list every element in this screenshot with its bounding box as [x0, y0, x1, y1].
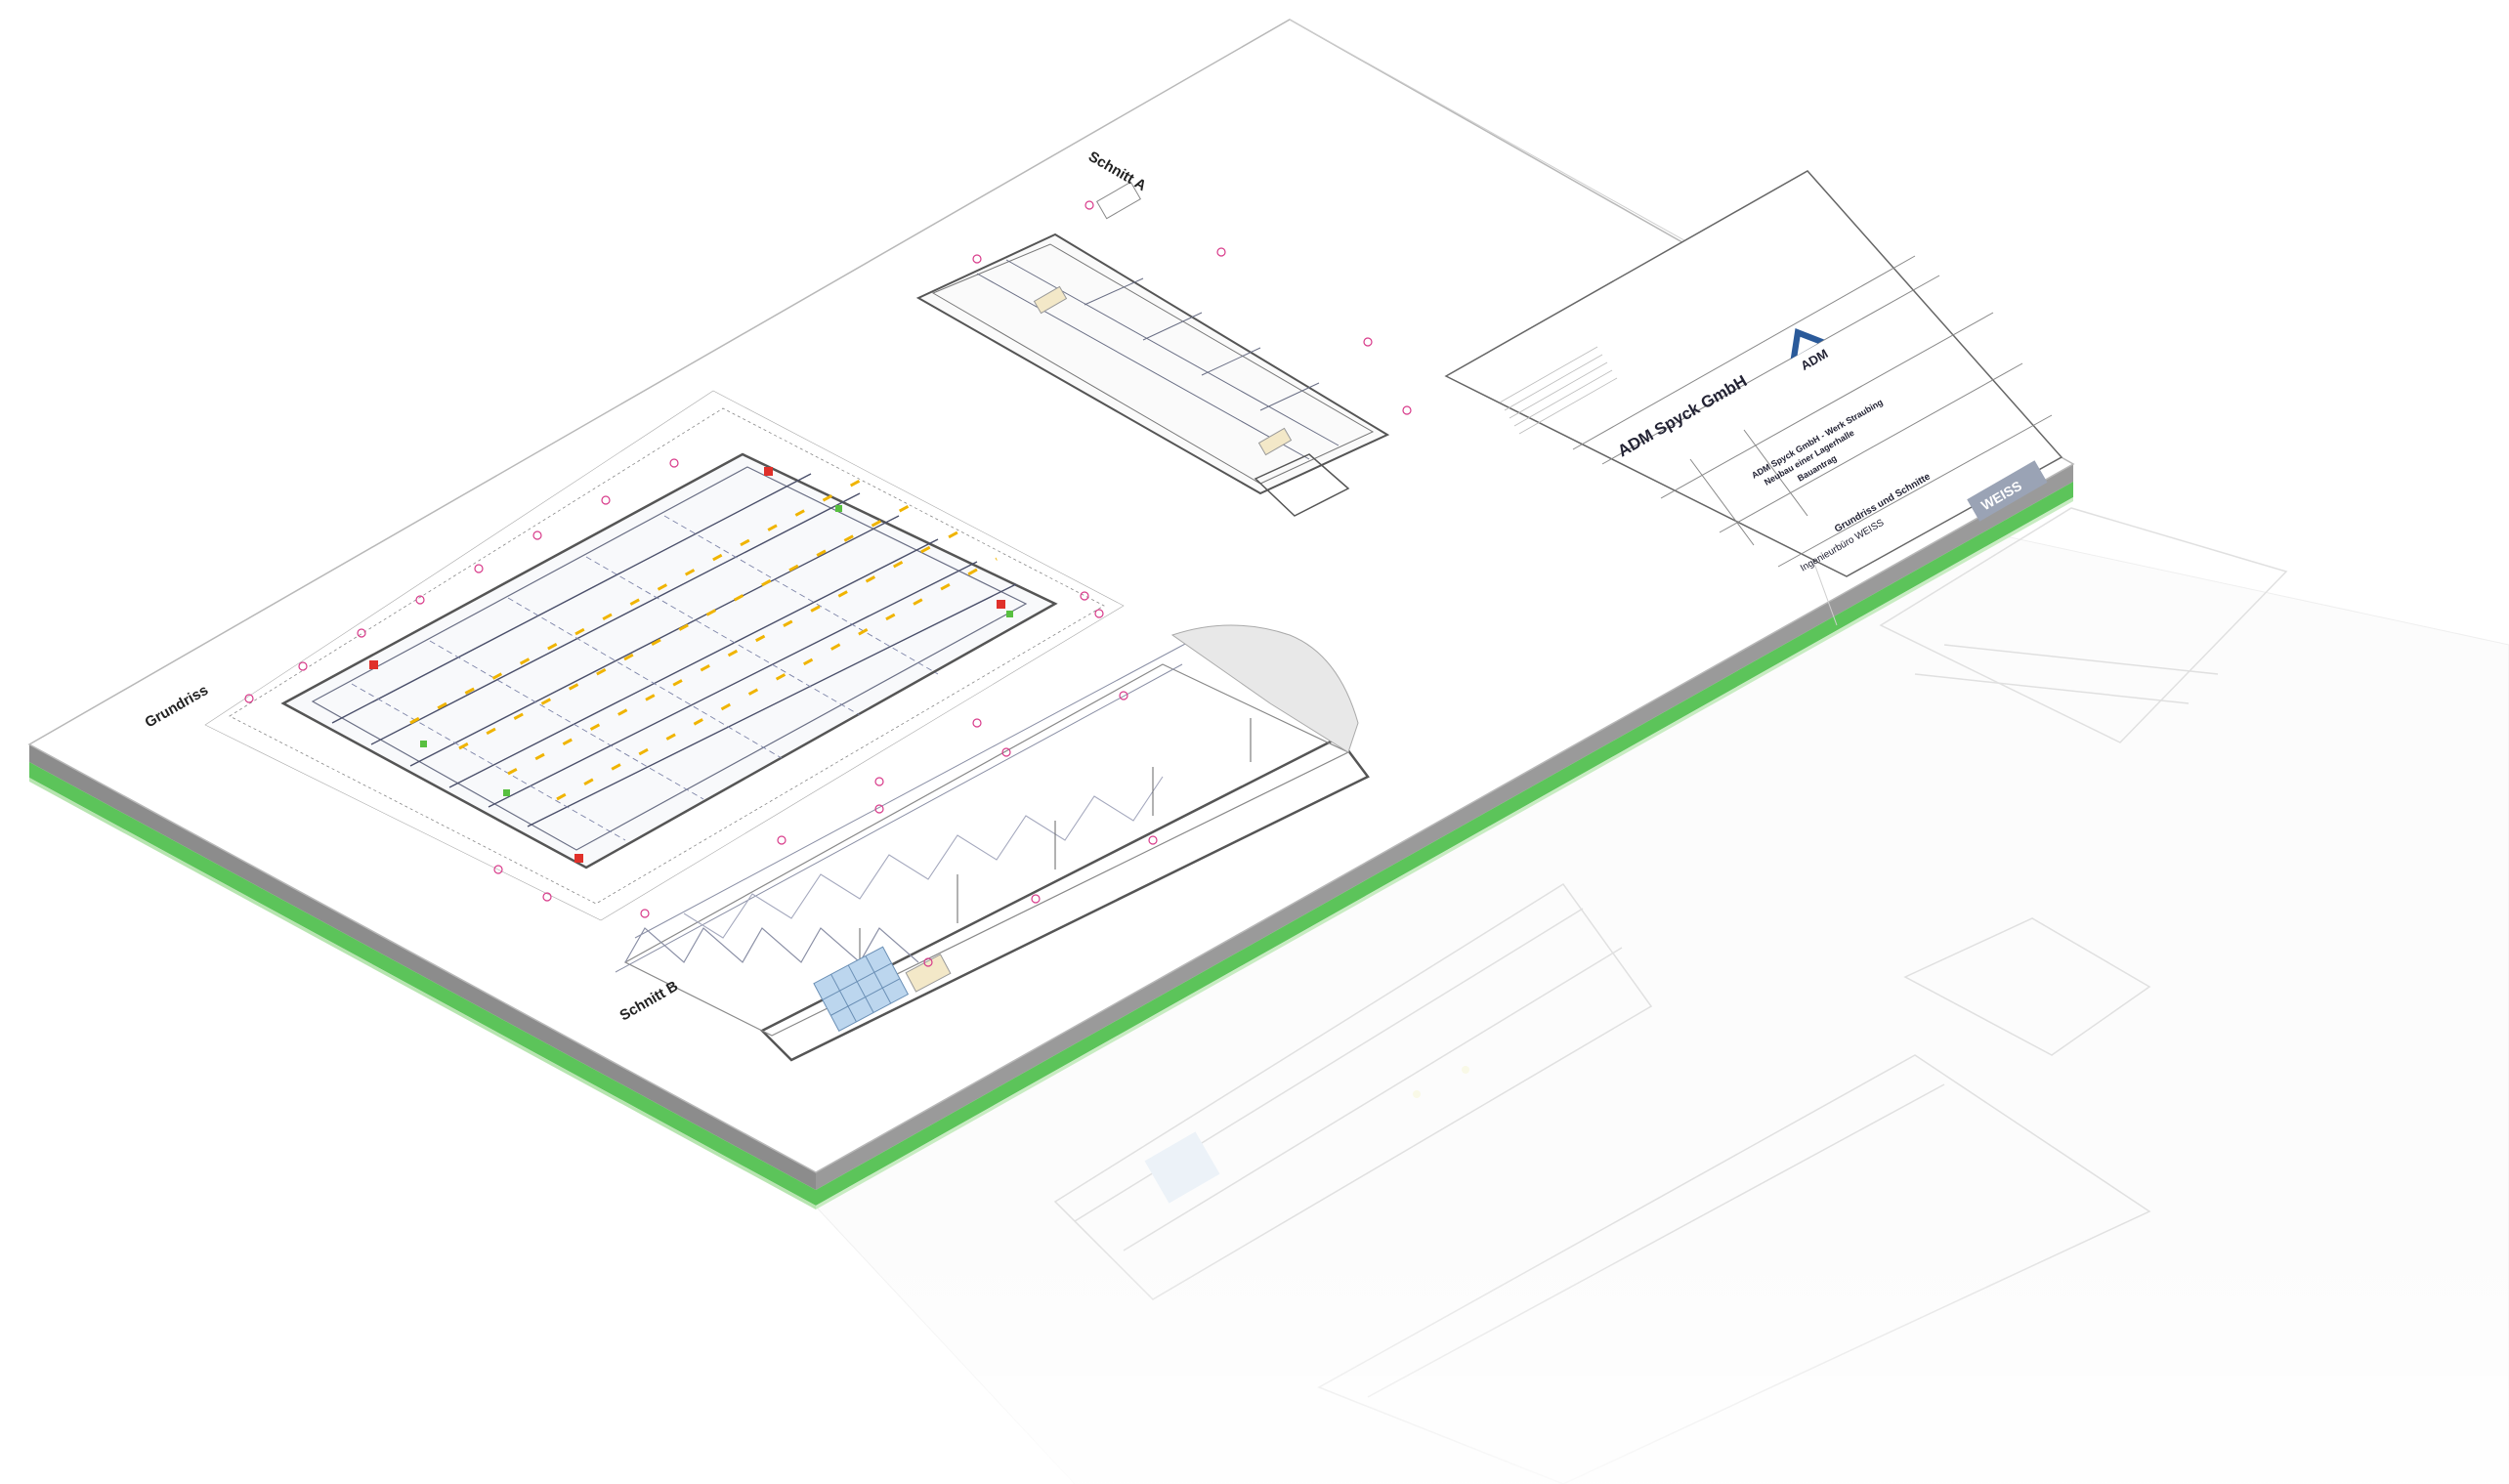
title-block: ADM ADM Spyck GmbH ADM Spyck GmbH - Werk…	[1444, 170, 2063, 577]
glazing-panel	[813, 946, 910, 1032]
green-edge-right	[816, 482, 2073, 1206]
section-b-schnitt: Schnitt B	[615, 624, 1370, 1062]
sheet-slab	[29, 464, 2073, 1209]
floor-plan-grundriss: Grundriss	[143, 390, 1125, 921]
drawing-sheet	[27, 19, 2075, 1173]
green-edge-left	[29, 762, 816, 1206]
adm-logo: ADM	[1790, 328, 1831, 373]
